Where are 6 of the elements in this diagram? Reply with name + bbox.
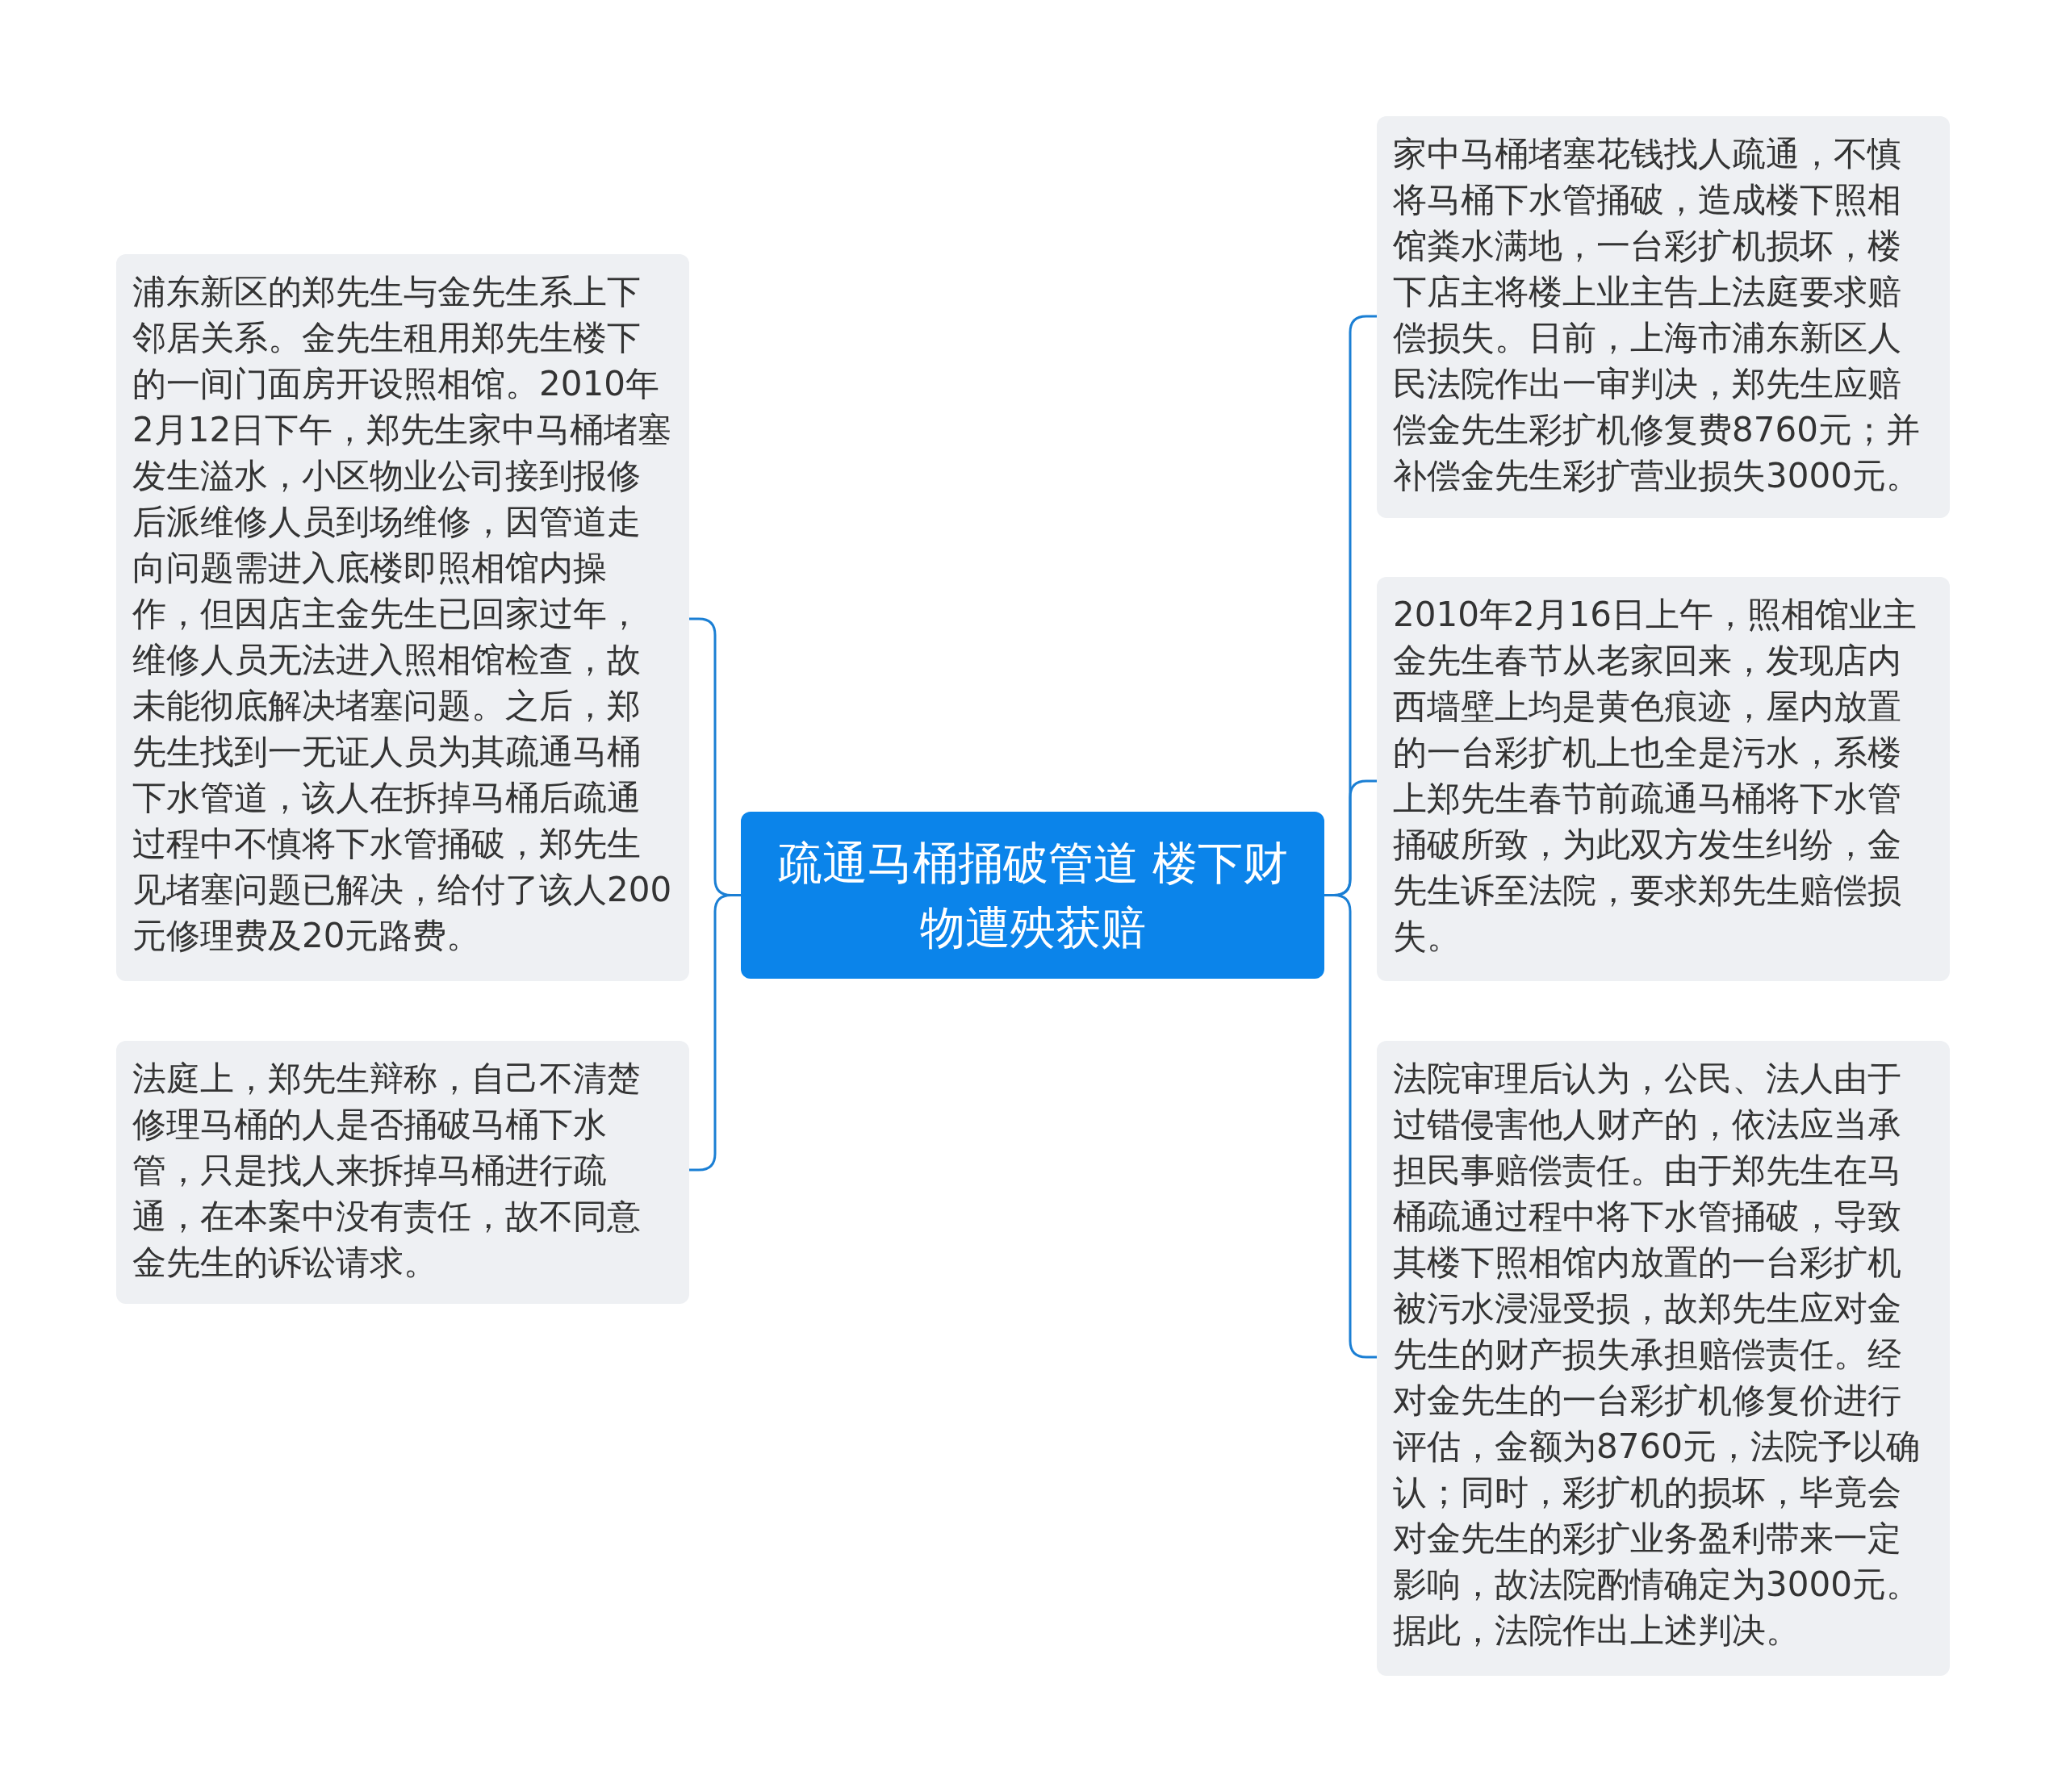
- topic-box: 家中马桶堵塞花钱找人疏通，不慎将马桶下水管捅破，造成楼下照相馆粪水满地，一台彩扩机损坏，楼下店主将楼上业主告上法庭要求赔偿损失。日前，上海市浦东新区人民法院作出一审判决，郑先生应赔偿金先生彩扩机修复费8760元；并补偿金先生彩扩营业损失3000元。: [1377, 116, 1950, 518]
- topic-box: 2010年2月16日上午，照相馆业主金先生春节从老家回来，发现店内西墙壁上均是黄色痕迹，屋内放置的一台彩扩机上也全是污水，系楼上郑先生春节前疏通马桶将下水管捅破所致，为此双方发生纠纷，金先生诉至法院，要求郑先生赔偿损失。: [1377, 577, 1950, 981]
- central-topic-box: 疏通马桶捅破管道 楼下财物遭殃获赔: [741, 812, 1324, 979]
- topic-box: 法院审理后认为，公民、法人由于过错侵害他人财产的，依法应当承担民事赔偿责任。由于郑先生在马桶疏通过程中将下水管捅破，导致其楼下照相馆内放置的一台彩扩机被污水浸湿受损，故郑先生应对金先生的财产损失承担赔偿责任。经对金先生的一台彩扩机修复价进行评估，金额为8760元，法院予以确认；同时，彩扩机的损坏，毕竟会对金先生的彩扩业务盈利带来一定影响，故法院酌情确定为3000元。据此，法院作出上述判决。: [1377, 1041, 1950, 1676]
- topic-box: 法庭上，郑先生辩称，自己不清楚修理马桶的人是否捅破马桶下水管，只是找人来拆掉马桶进行疏通，在本案中没有责任，故不同意金先生的诉讼请求。: [116, 1041, 689, 1304]
- topic-box: 浦东新区的郑先生与金先生系上下邻居关系。金先生租用郑先生楼下的一间门面房开设照相馆。2010年2月12日下午，郑先生家中马桶堵塞发生溢水，小区物业公司接到报修后派维修人员到场维修，因管道走向问题需进入底楼即照相馆内操作，但因店主金先生已回家过年，维修人员无法进入照相馆检查，故未能彻底解决堵塞问题。之后，郑先生找到一无证人员为其疏通马桶下水管道，该人在拆掉马桶后疏通过程中不慎将下水管捅破，郑先生见堵塞问题已解决，给付了该人200元修理费及20元路费。: [116, 254, 689, 981]
